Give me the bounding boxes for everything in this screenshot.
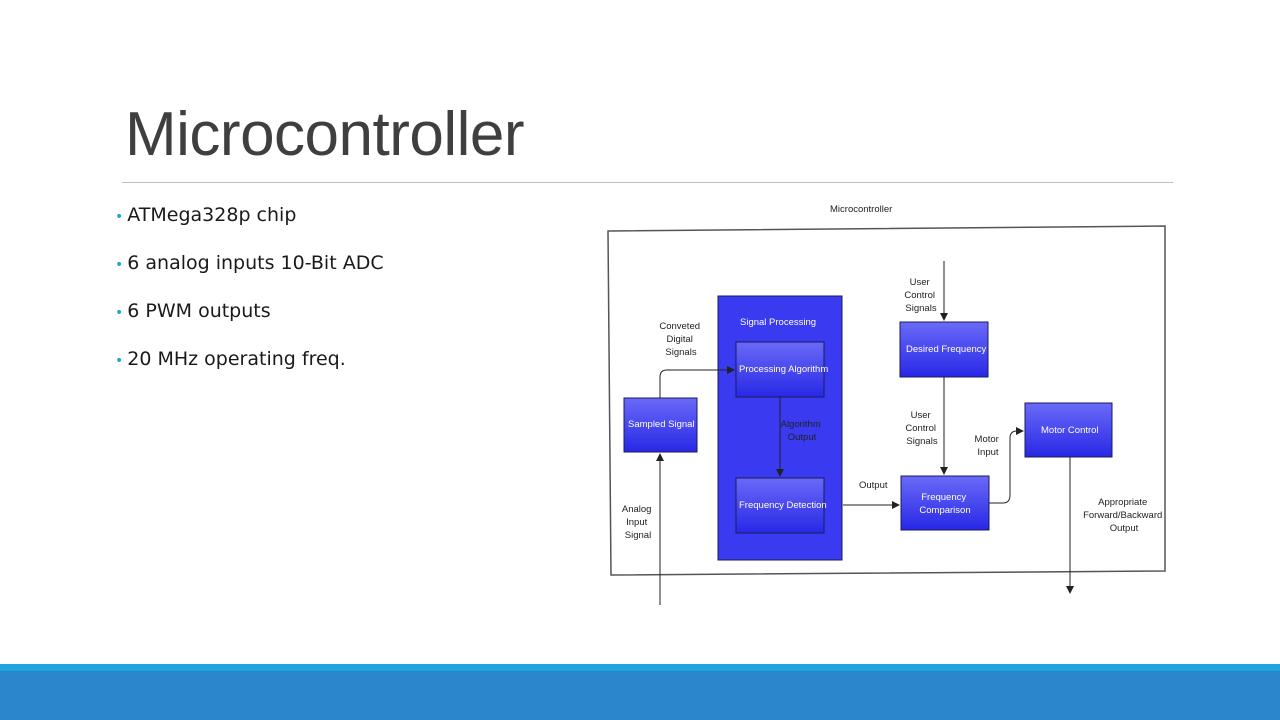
bullet-dot-icon: • [115, 353, 124, 369]
label-line: Algorithm [781, 419, 821, 430]
label-line: Input [977, 447, 998, 458]
label-line: Output [788, 432, 817, 443]
desired-frequency-label: Desired Frequency [906, 344, 987, 355]
arrow-sampled-to-processing [659, 366, 735, 398]
processing-algorithm-label: Processing Algorithm [739, 364, 828, 375]
bullet-item: •ATMega328p chip [115, 200, 384, 248]
bullet-dot-icon: • [115, 257, 124, 273]
sampled-signal-label: Sampled Signal [628, 419, 695, 430]
bullet-text: 6 analog inputs 10-Bit ADC [127, 252, 384, 274]
bullet-dot-icon: • [115, 305, 124, 321]
frequency-detection-block [735, 477, 825, 534]
label-line: Signal [625, 530, 651, 541]
label-line: Appropriate [1098, 497, 1147, 508]
label-line: Input [626, 517, 647, 528]
frequency-comparison-line: Comparison [919, 505, 970, 516]
bullet-text: 6 PWM outputs [127, 300, 271, 322]
motor-control-block [1024, 402, 1113, 458]
bullet-text: 20 MHz operating freq. [127, 348, 346, 370]
microcontroller-frame [607, 225, 1166, 576]
footer-bar [0, 671, 1280, 720]
processing-algorithm-block [735, 341, 825, 398]
frequency-comparison-line: Frequency [921, 492, 966, 503]
bullet-item: •6 PWM outputs [115, 296, 384, 344]
analog-input-signal-label: Analog Input Signal [622, 504, 654, 541]
user-control-signals-mid-label: User Control Signals [905, 410, 938, 447]
appropriate-output-label: Appropriate Forward/Backward Output [1083, 497, 1165, 534]
label-line: Forward/Backward [1083, 510, 1162, 521]
bullet-text: ATMega328p chip [127, 204, 297, 226]
label-line: Control [905, 423, 936, 434]
label-line: Signals [906, 436, 937, 447]
bullet-dot-icon: • [115, 209, 124, 225]
bullet-item: •20 MHz operating freq. [115, 344, 384, 392]
arrow-comparison-to-motor [989, 427, 1024, 504]
label-line: Control [904, 290, 935, 301]
label-line: Conveted [659, 321, 700, 332]
label-line: Signals [665, 347, 696, 358]
label-line: Output [1110, 523, 1139, 534]
converted-digital-signals-label: Conveted Digital Signals [659, 321, 702, 358]
label-line: User [910, 277, 930, 288]
diagram-title: Microcontroller [830, 204, 892, 215]
user-control-signals-top-label: User Control Signals [904, 277, 937, 314]
sampled-signal-block [623, 397, 698, 453]
motor-input-label: Motor Input [975, 434, 1002, 458]
label-line: Motor [975, 434, 999, 445]
bullet-list: •ATMega328p chip •6 analog inputs 10-Bit… [115, 200, 384, 392]
frequency-comparison-block [900, 475, 990, 531]
title-divider [122, 182, 1173, 183]
footer-accent-stripe [0, 664, 1280, 671]
microcontroller-block-diagram: Microcontroller Signal Processing Proces… [607, 204, 1166, 605]
motor-control-label: Motor Control [1041, 425, 1099, 436]
frequency-comparison-label: Frequency Comparison [919, 492, 970, 516]
label-line: Digital [666, 334, 692, 345]
signal-processing-label: Signal Processing [740, 317, 816, 328]
bullet-item: •6 analog inputs 10-Bit ADC [115, 248, 384, 296]
frequency-detection-label: Frequency Detection [739, 500, 827, 511]
label-line: Signals [905, 303, 936, 314]
desired-frequency-block [899, 321, 989, 378]
slide-title: Microcontroller [125, 100, 525, 169]
label-line: User [911, 410, 931, 421]
label-line: Analog [622, 504, 652, 515]
algorithm-output-label: Algorithm Output [781, 419, 824, 443]
output-label: Output [859, 480, 888, 491]
